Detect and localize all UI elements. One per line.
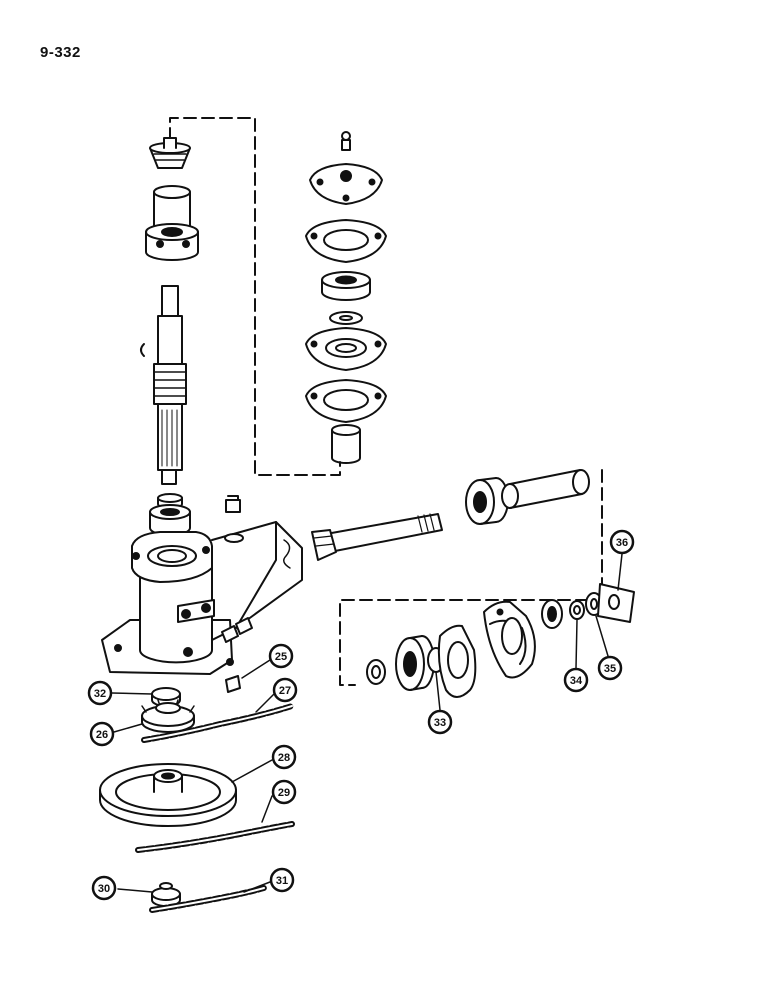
bevel-gear-top	[149, 137, 191, 169]
gasket-right	[437, 624, 477, 698]
svg-text:25: 25	[275, 651, 287, 663]
washer-cover	[329, 311, 363, 325]
washer-34	[569, 600, 585, 620]
ball-bearing-cover	[321, 271, 371, 301]
vertical-splined-shaft	[140, 285, 187, 485]
svg-text:35: 35	[604, 663, 616, 675]
bearing-housing-flange	[483, 600, 536, 679]
callout-34: 34	[563, 667, 589, 693]
leader-lines	[111, 553, 623, 893]
svg-text:30: 30	[98, 883, 110, 895]
bearing-retainer	[305, 327, 387, 371]
callout-36: 36	[609, 529, 635, 555]
roller-bearing-lower	[149, 504, 191, 536]
gasket-lower	[305, 379, 387, 423]
callout-31: 31	[269, 867, 295, 893]
callout-28: 28	[271, 744, 297, 770]
set-screws	[221, 617, 253, 693]
gasket-upper	[305, 219, 387, 263]
ball-bearing-upper	[145, 223, 199, 261]
chain-29	[135, 821, 295, 853]
sprocket-30	[151, 882, 181, 907]
callout-35: 35	[597, 655, 623, 681]
svg-text:36: 36	[616, 537, 628, 549]
callout-26: 26	[89, 721, 115, 747]
dashed-connection-lines	[169, 117, 603, 686]
bearing-cover-plate	[309, 163, 383, 205]
callout-29: 29	[271, 779, 297, 805]
svg-text:31: 31	[276, 875, 288, 887]
ball-bearing-horizontal	[465, 477, 509, 525]
callout-32: 32	[87, 680, 113, 706]
chain-27	[141, 703, 295, 743]
svg-text:29: 29	[278, 787, 290, 799]
callout-30: 30	[91, 875, 117, 901]
page-number: 9-332	[40, 44, 81, 61]
callout-27: 27	[272, 677, 298, 703]
svg-text:26: 26	[96, 729, 108, 741]
horizontal-pinion-shaft	[311, 513, 443, 561]
callout-25: 25	[268, 643, 294, 669]
grease-fitting-cover	[341, 131, 351, 151]
svg-text:28: 28	[278, 752, 290, 764]
lock-plate-36	[597, 583, 635, 623]
svg-text:32: 32	[94, 688, 106, 700]
collar-32	[151, 687, 181, 707]
pulley-28	[99, 763, 237, 827]
svg-text:33: 33	[434, 717, 446, 729]
callout-33: 33	[427, 709, 453, 735]
gearbox-housing	[101, 521, 303, 675]
spacer-tube-horizontal	[501, 469, 590, 509]
spacer-tube-vertical	[331, 424, 361, 464]
svg-text:34: 34	[570, 675, 583, 687]
ball-bearing-small	[541, 599, 563, 629]
sprocket-26	[141, 699, 195, 733]
washer-small-left	[366, 659, 386, 685]
chain-31	[149, 885, 267, 913]
grease-fitting-housing	[224, 495, 244, 543]
svg-text:27: 27	[279, 685, 291, 697]
